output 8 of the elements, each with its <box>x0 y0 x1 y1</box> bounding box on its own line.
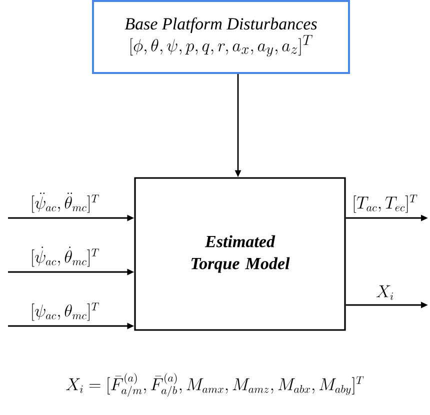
disturbance-box: Base Platform Disturbances $[\phi, \theta, \psi, p, q, r, a_x, a_y, a_z]^T$ <box>92 0 350 74</box>
edge-label: $[\psi_{ac}, \theta_{mc}]^T$ <box>32 302 99 321</box>
edge-label: $[\ddot{\psi}_{ac}, \ddot{\theta}_{mc}]^T$ <box>32 192 99 213</box>
edge-label: $X_i$ <box>376 285 394 300</box>
formula-label: $X_i = [\bar{F}^{(a)}_{a/m}, \bar{F}^{(a)}_{a/b}, M_{amx}, M_{amz}, M_{abx}, M_{aby}]^T$ <box>66 373 364 397</box>
edge-label: $[T_{ac}, T_{ec}]^T$ <box>354 194 418 213</box>
model-box: Estimated Torque Model <box>134 177 346 331</box>
edge-label: $[\dot{\psi}_{ac}, \dot{\theta}_{mc}]^T$ <box>32 246 99 267</box>
